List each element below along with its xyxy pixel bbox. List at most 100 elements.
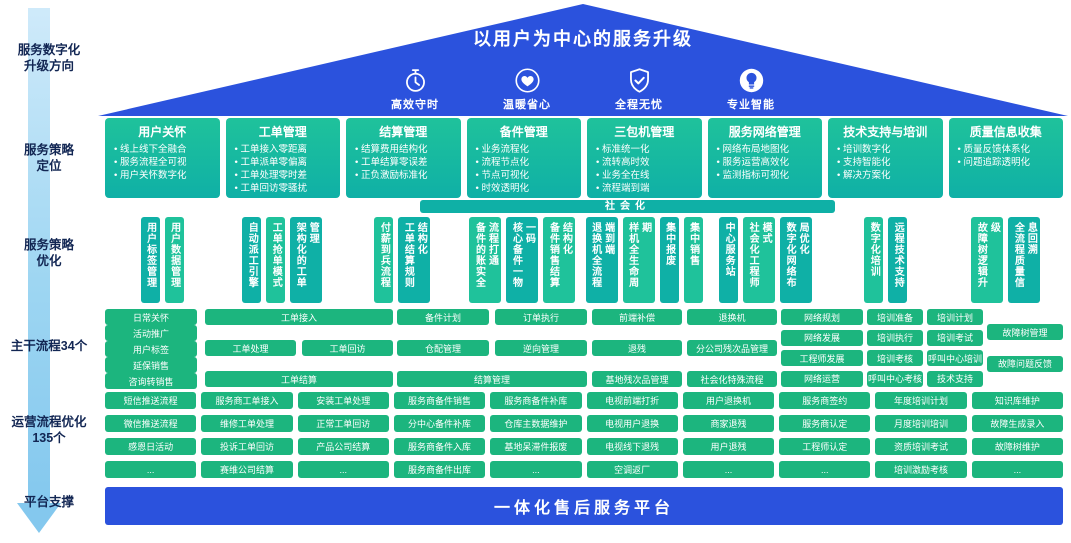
strategy-box-item: • 工单回访零骚扰 — [234, 183, 307, 194]
operation-box: 空调返厂 — [586, 461, 678, 478]
operation-column: 年度培训计划月度培训培训资质培训考试培训激励考核 — [875, 392, 967, 482]
optimize-box: 备件的账实全流程打通 — [469, 217, 502, 303]
backbone-row-line: 网络发展 — [781, 329, 863, 346]
operation-box: 故障生成录入 — [971, 415, 1063, 432]
operation-box: 基地呆滞件报废 — [490, 438, 582, 455]
service-values: 高效守时温暖省心全程无忧专业智能 — [98, 67, 1068, 112]
backbone-box: 培训准备 — [867, 309, 923, 325]
operation-column: 短信推送流程微信推送流程感恩日活动... — [105, 392, 197, 482]
strategy-box-item: • 时效透明化 — [475, 183, 529, 194]
strategy-box-title: 备件管理 — [499, 125, 548, 139]
backbone-row-line: 备件计划订单执行 — [397, 309, 587, 325]
backbone-box: 技术支持 — [927, 370, 983, 387]
strategy-box-item: • 结算费用结构化 — [355, 144, 428, 155]
backbone-row-line: 工单处理工单回访 — [205, 340, 393, 356]
operation-process-row: 短信推送流程微信推送流程感恩日活动...服务商工单接入维修工单处理投诉工单回访赛… — [105, 392, 1063, 482]
operation-box: ... — [682, 461, 775, 478]
backbone-row-line: 培训考核 — [867, 350, 923, 367]
backbone-row-line: 技术支持 — [927, 370, 983, 387]
optimize-box: 用户标签管理 — [140, 217, 160, 303]
strategy-box-item: • 工单派单零偏离 — [234, 157, 307, 168]
strategy-box-item: • 网络布局地图化 — [716, 144, 789, 155]
strategy-box-item: • 培训数字化 — [837, 144, 891, 155]
backbone-box: 退残 — [592, 340, 682, 356]
backbone-row-line: 社会化特殊流程 — [687, 371, 777, 387]
backbone-row-line: 结算管理 — [397, 371, 587, 387]
operation-box: 赛维公司结算 — [201, 461, 293, 478]
strategy-box-item: • 线上线下全融合 — [114, 144, 187, 155]
optimize-box: 集中销售 — [683, 217, 703, 303]
operation-box: 服务商签约 — [779, 392, 871, 409]
arrow-down-icon — [17, 503, 61, 533]
strategy-box-item: • 服务流程全可视 — [114, 157, 187, 168]
backbone-box: 前端补偿 — [592, 309, 682, 325]
strategy-box-item: • 解决方案化 — [837, 170, 891, 181]
strategy-box-title: 服务网络管理 — [728, 125, 801, 139]
strategy-box-item: • 质量反馈体系化 — [957, 144, 1030, 155]
strategy-box-item: • 工单接入零距离 — [234, 144, 307, 155]
optimize-group: 退换机全流程端到端样机全生命周期集中报废集中销售 — [585, 217, 703, 303]
backbone-row-line: 培训计划 — [927, 309, 983, 325]
backbone-group: 工单接入工单处理工单回访工单结算 — [205, 309, 393, 387]
operation-box: ... — [105, 461, 197, 478]
left-rail-label: 服务策略 定位 — [23, 143, 74, 173]
backbone-row-line: 用户标签 — [105, 341, 197, 357]
backbone-row-line: 培训考试 — [927, 329, 983, 346]
optimize-group: 中心服务站社会化工程师模式数字化网络布局优化 — [709, 217, 823, 303]
backbone-box: 故障问题反馈 — [987, 355, 1063, 372]
backbone-row-line: 故障树管理 — [987, 324, 1063, 341]
backbone-row-line: 培训执行 — [867, 329, 923, 346]
backbone-row-line: 咨询转销售 — [105, 373, 197, 389]
roof-value-label: 温暖省心 — [503, 99, 551, 111]
backbone-row-line: 故障问题反馈 — [987, 355, 1063, 372]
strategy-box-title: 工单管理 — [258, 125, 307, 139]
operation-box: 工程师认定 — [779, 438, 871, 455]
backbone-box: 网络运营 — [781, 370, 863, 387]
backbone-group: 培训计划培训考试呼叫中心培训技术支持 — [927, 309, 983, 387]
strategy-box-item: • 支持智能化 — [837, 157, 891, 168]
backbone-group: 前端补偿退残基地残次品管理 — [592, 309, 682, 387]
operation-box: 年度培训计划 — [875, 392, 967, 409]
backbone-row-line: 培训准备 — [867, 309, 923, 325]
optimize-box: 架构化的工单管理 — [290, 217, 323, 303]
strategy-box-item: • 节点可视化 — [475, 170, 529, 181]
operation-box: 投诉工单回访 — [201, 438, 293, 455]
strategy-box-item: • 服务运营高效化 — [716, 157, 789, 168]
operation-column: 服务商备件补库仓库主数据维护基地呆滞件报废... — [490, 392, 582, 482]
shield-icon — [626, 67, 653, 94]
strategy-box-title: 质量信息收集 — [969, 125, 1042, 139]
optimize-box: 工单抢单模式 — [266, 217, 286, 303]
backbone-group: 备件计划订单执行仓配管理逆向管理结算管理 — [397, 309, 587, 387]
optimize-box: 样机全生命周期 — [622, 217, 655, 303]
optimize-group: 数字化培训远程技术支持 — [829, 217, 943, 303]
optimize-box: 数字化培训 — [864, 217, 884, 303]
strategy-box: 技术支持与培训• 培训数字化• 支持智能化• 解决方案化 — [828, 118, 943, 198]
backbone-box: 退换机 — [687, 309, 777, 325]
backbone-row-line: 仓配管理逆向管理 — [397, 340, 587, 356]
operation-box: 故障树维护 — [971, 438, 1063, 455]
roof-value-label: 高效守时 — [391, 99, 439, 111]
operation-box: 电视前端打折 — [586, 392, 678, 409]
optimize-box: 集中报废 — [659, 217, 679, 303]
backbone-box: 日常关怀 — [105, 309, 197, 325]
backbone-box: 呼叫中心考核 — [867, 370, 923, 387]
backbone-box: 逆向管理 — [495, 340, 587, 356]
strategy-box: 备件管理• 业务流程化• 流程节点化• 节点可视化• 时效透明化 — [466, 118, 581, 198]
strategy-box: 结算管理• 结算费用结构化• 工单结算零误差• 正负激励标准化 — [346, 118, 461, 198]
backbone-box: 基地残次品管理 — [592, 371, 682, 387]
operation-box: 培训激励考核 — [875, 461, 967, 478]
optimize-box: 付薪到兵流程 — [374, 217, 394, 303]
backbone-row-line: 网络运营 — [781, 370, 863, 387]
operation-box: 用户退残 — [682, 438, 775, 455]
backbone-box: 结算管理 — [397, 371, 587, 387]
strategy-box: 质量信息收集• 质量反馈体系化• 问题追踪透明化 — [948, 118, 1063, 198]
backbone-row-line: 呼叫中心培训 — [927, 350, 983, 367]
strategy-box-title: 结算管理 — [379, 125, 428, 139]
optimize-box: 工单结算规则结构化 — [398, 217, 431, 303]
roof-value-label: 专业智能 — [727, 99, 775, 111]
operation-column: 安装工单处理正常工单回访产品公司结算... — [297, 392, 389, 482]
operation-box: 电视用户退换 — [586, 415, 678, 432]
left-rail-label: 平台支撑 — [23, 495, 74, 509]
roof-value: 专业智能 — [711, 67, 791, 112]
operation-box: 服务商备件入库 — [393, 438, 486, 455]
